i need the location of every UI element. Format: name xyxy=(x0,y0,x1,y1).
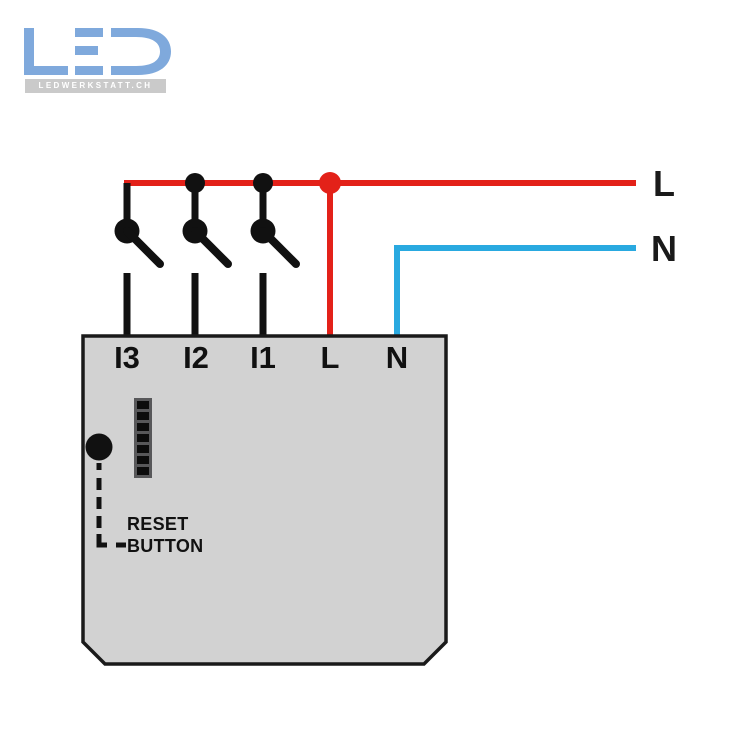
live-junction-dot xyxy=(319,172,341,194)
logo-letter-e xyxy=(75,28,103,75)
switch-2 xyxy=(182,173,232,338)
led-indicator-strip xyxy=(134,398,152,478)
switch-3-lever xyxy=(259,227,300,268)
switch-2-lever xyxy=(191,227,232,268)
led-logo-mark xyxy=(24,28,171,75)
switch-3 xyxy=(250,173,300,338)
terminal-label-l: L xyxy=(320,340,340,375)
device-body xyxy=(81,334,448,666)
brand-logo xyxy=(24,26,172,76)
logo-letter-l xyxy=(24,28,68,75)
terminal-label-i1: I1 xyxy=(250,340,276,375)
logo-letter-d xyxy=(111,28,171,75)
live-label: L xyxy=(653,163,675,204)
terminal-label-i3: I3 xyxy=(114,340,140,375)
neutral-label: N xyxy=(651,228,677,269)
live-wire xyxy=(124,172,636,338)
terminal-label-i2: I2 xyxy=(183,340,209,375)
switch-1 xyxy=(114,183,164,338)
logo-tagline: LEDWERKSTATT.CH xyxy=(25,79,166,93)
reset-button-label: RESET BUTTON xyxy=(127,513,203,557)
neutral-wire xyxy=(394,245,636,338)
reset-button-dot xyxy=(85,433,113,461)
switch-1-lever xyxy=(123,227,164,268)
reset-label-line2: BUTTON xyxy=(127,536,204,556)
reset-label-line1: RESET xyxy=(127,514,189,534)
reset-pointer-dashes xyxy=(96,463,126,548)
terminal-label-n: N xyxy=(385,340,409,375)
